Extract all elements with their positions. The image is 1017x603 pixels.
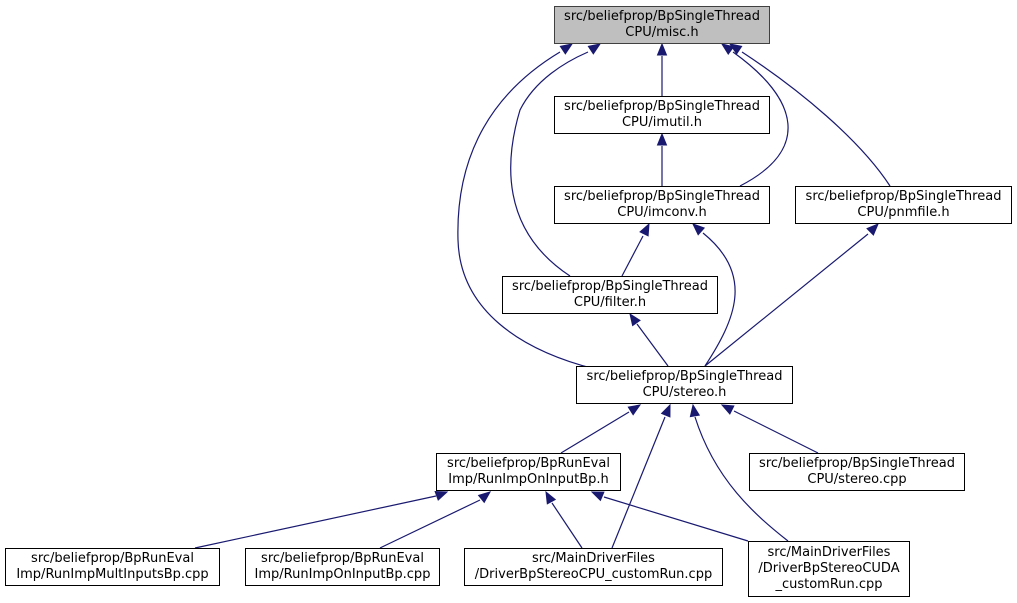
node-stereo-h-line2: CPU/stereo.h [642,385,727,400]
edge-stereo-to-filter [636,323,669,367]
edge-cuda-custom-to-stereo-arrowhead [689,403,701,418]
edge-stereo-to-misc [457,51,596,370]
node-driver-cuda-customrun[interactable]: src/MainDriverFiles /DriverBpStereoCUDA … [748,541,910,597]
node-runimponinputbp-h[interactable]: src/beliefprop/BpRunEval Imp/RunImpOnInp… [436,453,621,491]
edge-cpu-custom-to-runimp-h-arrowhead [545,490,557,505]
node-stereo-cpp[interactable]: src/beliefprop/BpSingleThread CPU/stereo… [749,453,965,491]
edge-multi-to-runimp-h-arrowhead [434,491,449,501]
node-runimpmultinputsbp-cpp-line2: Imp/RunImpMultInputsBp.cpp [16,567,209,582]
node-misc-h[interactable]: src/beliefprop/BpSingleThread CPU/misc.h [554,6,770,44]
node-driver-cpu-customrun-line1: src/MainDriverFiles [532,551,655,566]
node-runimpmultinputsbp-cpp[interactable]: src/beliefprop/BpRunEval Imp/RunImpMultI… [5,548,220,586]
node-runimponinputbp-h-line2: Imp/RunImpOnInputBp.h [448,472,609,487]
node-stereo-h-line1: src/beliefprop/BpSingleThread [586,369,783,384]
node-driver-cuda-customrun-line1: src/MainDriverFiles [767,545,891,560]
node-filter-h[interactable]: src/beliefprop/BpSingleThread CPU/filter… [502,276,718,314]
node-runimponinputbp-cpp-line1: src/beliefprop/BpRunEval [261,551,424,566]
node-driver-cpu-customrun[interactable]: src/MainDriverFiles /DriverBpStereoCPU_c… [464,548,723,586]
node-pnmfile-h[interactable]: src/beliefprop/BpSingleThread CPU/pnmfil… [795,186,1012,224]
node-runimpmultinputsbp-cpp-line1: src/beliefprop/BpRunEval [31,551,194,566]
node-pnmfile-h-line2: CPU/pnmfile.h [857,205,950,220]
edge-imconv-to-imutil-arrowhead [656,132,668,146]
edge-runimpcpp-to-runimp-h [379,499,481,549]
edge-pnmfile-to-misc [741,51,891,187]
node-imutil-h-line2: CPU/imutil.h [621,115,703,130]
node-runimponinputbp-cpp-line2: Imp/RunImpOnInputBp.cpp [254,567,431,582]
node-driver-cuda-customrun-line2: /DriverBpStereoCUDA [758,561,900,576]
edge-stereo-to-pnmfile-arrowhead [866,223,879,236]
node-filter-h-line2: CPU/filter.h [573,295,647,310]
node-runimponinputbp-cpp[interactable]: src/beliefprop/BpRunEval Imp/RunImpOnInp… [245,548,440,586]
edge-stereo-to-imconv [702,232,736,367]
edge-cpu-custom-to-stereo [611,416,666,549]
node-stereo-cpp-line2: CPU/stereo.cpp [807,472,907,487]
edge-cuda-custom-to-runimp-h-arrowhead [590,491,605,502]
edge-stereo-to-imconv-arrowhead [692,223,706,236]
node-stereo-h[interactable]: src/beliefprop/BpSingleThread CPU/stereo… [576,366,793,404]
edge-runimp-h-to-stereo-arrowhead [627,404,642,416]
node-imconv-h-line2: CPU/imconv.h [617,205,707,220]
edge-multi-to-runimp-h [194,495,437,549]
node-imutil-h-line1: src/beliefprop/BpSingleThread [564,99,760,114]
edge-cuda-custom-to-runimp-h [603,496,749,542]
edge-cuda-custom-to-stereo [694,416,789,542]
edge-filter-to-imconv [621,235,644,277]
edge-filter-to-misc [510,51,589,277]
edge-runimp-h-to-stereo [560,411,630,454]
edge-stereo-cpp-to-stereo-arrowhead [720,404,735,415]
edge-runimpcpp-to-runimp-h-arrowhead [477,491,492,504]
edge-pnmfile-to-misc-arrowhead [728,43,743,55]
node-pnmfile-h-line1: src/beliefprop/BpSingleThread [805,189,1002,204]
edge-imutil-to-misc-arrowhead [656,42,668,56]
node-imconv-h-line1: src/beliefprop/BpSingleThread [564,189,760,204]
edge-stereo-to-misc-arrowhead [559,43,574,55]
node-filter-h-line1: src/beliefprop/BpSingleThread [512,279,708,294]
node-misc-h-line1: src/beliefprop/BpSingleThread [564,9,760,24]
edge-filter-to-misc-arrowhead [587,43,602,55]
edge-filter-to-imconv-arrowhead [639,222,650,237]
node-imutil-h[interactable]: src/beliefprop/BpSingleThread CPU/imutil… [554,96,770,134]
node-driver-cuda-customrun-line3: _customRun.cpp [775,577,883,592]
edge-imconv-to-misc [732,51,789,187]
node-runimponinputbp-h-line1: src/beliefprop/BpRunEval [447,456,610,471]
node-misc-h-line2: CPU/misc.h [625,25,699,40]
edge-imconv-to-misc-arrowhead [720,43,735,56]
node-stereo-cpp-line1: src/beliefprop/BpSingleThread [759,456,955,471]
edge-stereo-to-filter-arrowhead [629,312,641,327]
edge-cpu-custom-to-runimp-h [551,502,583,549]
edge-stereo-cpp-to-stereo [733,410,819,454]
edge-cpu-custom-to-stereo-arrowhead [660,403,671,418]
edge-stereo-to-pnmfile [704,233,869,367]
node-imconv-h[interactable]: src/beliefprop/BpSingleThread CPU/imconv… [554,186,770,224]
node-driver-cpu-customrun-line2: /DriverBpStereoCPU_customRun.cpp [474,567,713,582]
